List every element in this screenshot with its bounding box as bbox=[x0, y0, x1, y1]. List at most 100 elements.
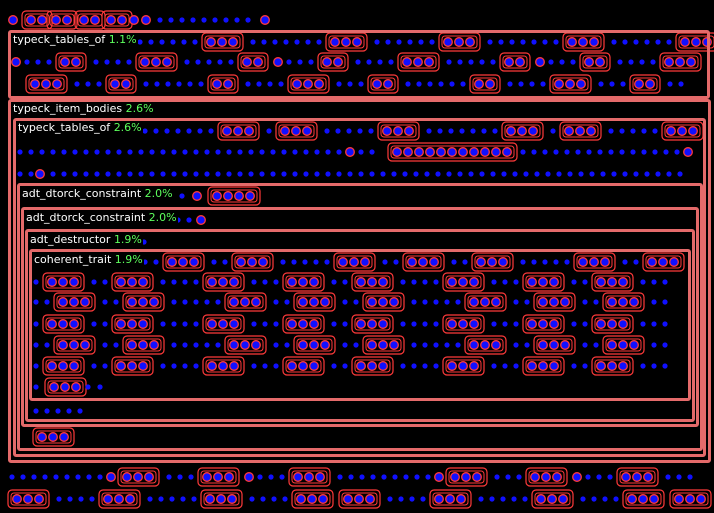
node-dot[interactable] bbox=[520, 149, 526, 155]
node-dot[interactable] bbox=[237, 171, 243, 177]
node-ring[interactable] bbox=[458, 361, 468, 371]
node-dot[interactable] bbox=[516, 474, 522, 480]
node-ring[interactable] bbox=[114, 494, 124, 504]
node-ring[interactable] bbox=[424, 57, 434, 67]
node-cluster[interactable] bbox=[351, 314, 394, 334]
node-dot[interactable] bbox=[158, 496, 164, 502]
node-dot[interactable] bbox=[448, 128, 454, 134]
node-dot[interactable] bbox=[489, 496, 495, 502]
node-dot[interactable] bbox=[160, 279, 166, 285]
node-dot[interactable] bbox=[455, 342, 461, 348]
node-dot[interactable] bbox=[585, 474, 591, 480]
node-dot[interactable] bbox=[96, 81, 102, 87]
node-ring[interactable] bbox=[60, 382, 70, 392]
node-ring[interactable] bbox=[491, 340, 501, 350]
node-ring[interactable] bbox=[589, 257, 599, 267]
node-ring[interactable] bbox=[638, 494, 648, 504]
node-ring[interactable] bbox=[675, 57, 685, 67]
node-dot[interactable] bbox=[78, 496, 84, 502]
node-cluster[interactable] bbox=[387, 142, 518, 162]
node-ring[interactable] bbox=[229, 361, 239, 371]
node-dot[interactable] bbox=[105, 149, 111, 155]
node-dot[interactable] bbox=[279, 474, 285, 480]
node-ring[interactable] bbox=[425, 147, 435, 157]
node-dot[interactable] bbox=[215, 342, 221, 348]
node-ring[interactable] bbox=[8, 15, 18, 25]
node-ring[interactable] bbox=[472, 472, 482, 482]
node-ring[interactable] bbox=[117, 15, 127, 25]
node-dot[interactable] bbox=[348, 474, 354, 480]
node-dot[interactable] bbox=[201, 17, 207, 23]
node-dot[interactable] bbox=[193, 321, 199, 327]
node-dot[interactable] bbox=[191, 496, 197, 502]
node-dot[interactable] bbox=[491, 279, 497, 285]
node-dot[interactable] bbox=[513, 279, 519, 285]
node-dot[interactable] bbox=[628, 59, 634, 65]
node-dot[interactable] bbox=[249, 496, 255, 502]
node-dot[interactable] bbox=[72, 171, 78, 177]
node-dot[interactable] bbox=[582, 363, 588, 369]
node-cluster[interactable] bbox=[377, 121, 420, 141]
node-ring[interactable] bbox=[645, 79, 655, 89]
node-ring[interactable] bbox=[349, 257, 359, 267]
node-ring[interactable] bbox=[338, 257, 348, 267]
node-dot[interactable] bbox=[640, 279, 646, 285]
node-dot[interactable] bbox=[582, 321, 588, 327]
node-ring[interactable] bbox=[461, 472, 471, 482]
node-dot[interactable] bbox=[184, 59, 190, 65]
node-cluster[interactable] bbox=[32, 427, 75, 447]
node-cluster[interactable] bbox=[442, 272, 485, 292]
node-cluster[interactable] bbox=[501, 121, 544, 141]
node-cluster[interactable] bbox=[275, 121, 318, 141]
node-dot[interactable] bbox=[66, 408, 72, 414]
node-ring[interactable] bbox=[298, 319, 308, 329]
node-cluster[interactable] bbox=[533, 335, 576, 355]
node-ring[interactable] bbox=[392, 147, 402, 157]
node-cluster[interactable] bbox=[237, 52, 269, 72]
node-ring[interactable] bbox=[11, 57, 21, 67]
node-ring[interactable] bbox=[229, 277, 239, 287]
node-cluster[interactable] bbox=[293, 335, 336, 355]
node-dot[interactable] bbox=[424, 171, 430, 177]
node-cluster[interactable] bbox=[105, 74, 137, 94]
node-dot[interactable] bbox=[347, 81, 353, 87]
node-dot[interactable] bbox=[171, 149, 177, 155]
node-ring[interactable] bbox=[418, 257, 428, 267]
node-dot[interactable] bbox=[44, 299, 50, 305]
node-cluster[interactable] bbox=[98, 489, 141, 509]
node-ring[interactable] bbox=[58, 297, 68, 307]
node-ring[interactable] bbox=[309, 319, 319, 329]
node-ring[interactable] bbox=[273, 57, 283, 67]
node-dot[interactable] bbox=[641, 128, 647, 134]
node-dot[interactable] bbox=[651, 299, 657, 305]
node-dot[interactable] bbox=[523, 171, 529, 177]
node-dot[interactable] bbox=[271, 496, 277, 502]
node-ring[interactable] bbox=[367, 340, 377, 350]
node-ring[interactable] bbox=[658, 257, 668, 267]
node-dot[interactable] bbox=[478, 496, 484, 502]
node-ring[interactable] bbox=[34, 494, 44, 504]
node-ring[interactable] bbox=[245, 191, 255, 201]
node-dot[interactable] bbox=[556, 171, 562, 177]
node-dot[interactable] bbox=[251, 363, 257, 369]
node-dot[interactable] bbox=[413, 171, 419, 177]
node-ring[interactable] bbox=[218, 361, 228, 371]
node-dot[interactable] bbox=[422, 279, 428, 285]
node-ring[interactable] bbox=[218, 319, 228, 329]
node-dot[interactable] bbox=[127, 171, 133, 177]
node-dot[interactable] bbox=[273, 321, 279, 327]
node-ring[interactable] bbox=[35, 169, 45, 179]
node-ring[interactable] bbox=[515, 57, 525, 67]
node-dot[interactable] bbox=[651, 321, 657, 327]
node-cluster[interactable] bbox=[207, 186, 261, 206]
node-ring[interactable] bbox=[538, 319, 548, 329]
node-ring[interactable] bbox=[549, 297, 559, 307]
node-dot[interactable] bbox=[611, 171, 617, 177]
node-ring[interactable] bbox=[476, 257, 486, 267]
node-ring[interactable] bbox=[167, 257, 177, 267]
node-dot[interactable] bbox=[368, 128, 374, 134]
node-dot[interactable] bbox=[411, 299, 417, 305]
node-dot[interactable] bbox=[28, 149, 34, 155]
node-dot[interactable] bbox=[611, 39, 617, 45]
node-ring[interactable] bbox=[378, 319, 388, 329]
